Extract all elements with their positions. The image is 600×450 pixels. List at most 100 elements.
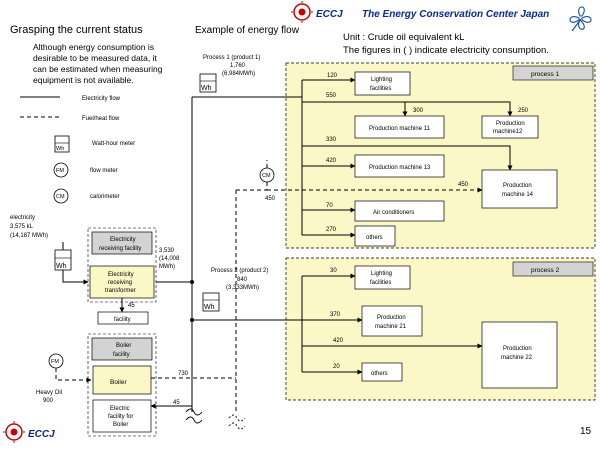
slide-subtitle: Example of energy flow — [195, 25, 300, 36]
boiler-steam-value: 730 — [178, 371, 189, 377]
heavy-oil-label: Heavy Oil — [36, 390, 62, 396]
svg-text:270: 270 — [326, 227, 337, 233]
boiler-elec-value: 45 — [173, 400, 180, 406]
heavy-oil-value: 900 — [43, 398, 54, 404]
header: ECCJ The Energy Conservation Center Japa… — [10, 1, 592, 85]
intro-line-1: Although energy consumption is — [33, 42, 154, 52]
boiler-box — [92, 365, 152, 395]
legend-wh-meter: Watt-hour meter — [92, 141, 135, 147]
legend: Electricity flow Fuel/heat flow Wh Watt-… — [20, 96, 135, 204]
svg-text:420: 420 — [333, 338, 344, 344]
intro-line-2: desirable to be measured data, it — [33, 53, 157, 63]
grid-wh-meter-icon: Wh — [54, 249, 72, 271]
svg-text:Production: Production — [377, 315, 406, 321]
svg-text:Production: Production — [503, 346, 532, 352]
clover-icon — [569, 6, 592, 32]
svg-text:machine12: machine12 — [493, 129, 523, 135]
svg-text:facility: facility — [114, 317, 131, 323]
svg-text:Wh: Wh — [56, 263, 67, 270]
svg-text:420: 420 — [326, 158, 337, 164]
svg-text:facilities: facilities — [370, 280, 391, 286]
svg-text:CM: CM — [262, 173, 271, 179]
svg-text:Electricity: Electricity — [110, 237, 136, 243]
svg-text:120: 120 — [327, 73, 338, 79]
svg-text:Electric: Electric — [110, 406, 130, 412]
svg-text:electricity: electricity — [10, 215, 35, 221]
process1-meter-value: 1,760 — [230, 63, 246, 69]
svg-text:receiving facility: receiving facility — [99, 246, 141, 252]
process2-label-box — [512, 261, 594, 277]
svg-text:Boiler: Boiler — [116, 343, 131, 349]
svg-text:330: 330 — [326, 137, 337, 143]
footer-logo-text: ECCJ — [28, 429, 55, 440]
p1-machine14-box — [481, 169, 558, 209]
process1-label: process 1 — [531, 71, 560, 78]
svg-text:30: 30 — [330, 268, 337, 274]
svg-text:machine 22: machine 22 — [501, 355, 533, 361]
p1-lighting-box — [354, 71, 411, 96]
process2-meter-title: Process 2 (product 2) — [211, 268, 268, 274]
svg-text:250: 250 — [518, 108, 529, 114]
p2-lighting-box — [354, 265, 411, 290]
svg-text:Wh: Wh — [204, 304, 215, 311]
svg-text:FM: FM — [51, 359, 59, 365]
svg-text:transformer: transformer — [105, 288, 136, 294]
unit-line: Unit : Crude oil equivalent kL — [343, 32, 464, 43]
svg-text:receiving: receiving — [108, 280, 132, 286]
svg-text:Electricity: Electricity — [108, 272, 134, 278]
svg-text:(14,008: (14,008 — [159, 256, 180, 262]
process1-calorimeter-icon: CM — [259, 167, 275, 183]
header-org-short: ECCJ — [316, 9, 343, 20]
p2-machine21-box — [361, 305, 423, 337]
svg-text:Air conditioners: Air conditioners — [373, 210, 414, 216]
svg-text:Wh: Wh — [56, 146, 64, 152]
svg-text:CM: CM — [56, 194, 65, 200]
process2-meter-value: 840 — [237, 277, 248, 283]
svg-text:facility for: facility for — [108, 414, 133, 420]
p1-aircon-box — [354, 200, 445, 222]
page-number: 15 — [580, 426, 592, 437]
svg-text:20: 20 — [333, 364, 340, 370]
p1-others-box — [354, 225, 396, 247]
boiler-facility-box — [91, 337, 153, 361]
footer-eccj-logo-icon — [3, 421, 25, 443]
process2-label: process 2 — [531, 267, 560, 274]
transformer-loss: 45 — [128, 303, 135, 309]
svg-text:3,575 kL: 3,575 kL — [10, 224, 34, 230]
process1-wh-meter-icon: Wh — [199, 73, 217, 93]
svg-text:Production: Production — [496, 121, 525, 127]
svg-text:Boiler: Boiler — [110, 379, 127, 386]
heavy-oil-flow-meter-icon: FM — [48, 353, 64, 369]
intro-line-4: equipment is not available. — [33, 75, 134, 85]
receiving-total: 3,530 — [159, 248, 175, 254]
transformer-box — [89, 265, 155, 299]
svg-text:Production machine 13: Production machine 13 — [369, 165, 431, 171]
eccj-logo-icon — [291, 1, 313, 23]
process1-meter-title: Process 1 (product 1) — [203, 55, 260, 61]
svg-text:Production: Production — [503, 183, 532, 189]
calorimeter-icon: CM — [53, 188, 69, 204]
svg-text:370: 370 — [330, 312, 341, 318]
process1-label-box — [512, 65, 594, 81]
svg-text:Production machine 11: Production machine 11 — [369, 126, 431, 132]
p2-machine22-box — [481, 321, 558, 389]
svg-text:(14,187 MWh): (14,187 MWh) — [10, 233, 48, 239]
facility-box — [97, 311, 149, 325]
svg-text:FM: FM — [56, 168, 64, 174]
flow-meter-icon: FM — [53, 162, 69, 178]
cm-value: 450 — [265, 196, 276, 202]
electricity-input: electricity 3,575 kL (14,187 MWh) — [10, 215, 48, 239]
svg-text:Lighting: Lighting — [371, 77, 392, 83]
svg-text:machine 21: machine 21 — [375, 324, 407, 330]
header-org-name: The Energy Conservation Center Japan — [362, 9, 549, 20]
process2-meter-elec: (3,333MWh) — [226, 285, 259, 291]
process1-main-value: 550 — [326, 93, 337, 99]
svg-text:others: others — [371, 371, 388, 377]
svg-text:70: 70 — [326, 203, 333, 209]
legend-fuel-heat-flow: Fuel/heat flow — [82, 116, 120, 122]
svg-text:450: 450 — [458, 182, 469, 188]
process2-wh-meter-icon: Wh — [202, 292, 220, 312]
svg-text:Wh: Wh — [201, 85, 212, 92]
svg-text:others: others — [366, 235, 383, 241]
paren-note: The figures in ( ) indicate electricity … — [343, 45, 549, 56]
